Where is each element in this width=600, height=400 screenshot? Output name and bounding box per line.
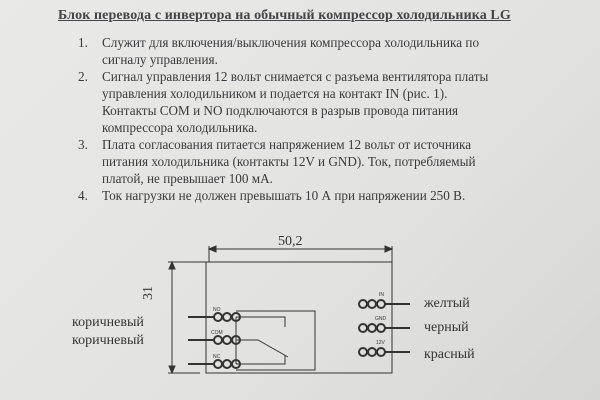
dimension-arrows (207, 245, 394, 253)
pin-label-nc: NC (213, 354, 221, 360)
instructions-list: 1.Служит для включения/выключения компре… (78, 34, 548, 204)
document-title: Блок перевода с инвертора на обычный ком… (58, 8, 511, 23)
pin-label-com: COM (211, 330, 223, 336)
wire-label-black: черный (424, 320, 469, 335)
relay-outline (236, 310, 316, 371)
list-item: 2.Сигнал управления 12 вольт снимается с… (78, 69, 489, 135)
height-dimension-label: 31 (141, 286, 156, 300)
list-item: 4.Ток нагрузки не должен превышать 10 А … (78, 188, 466, 203)
pin-label-in: IN (379, 292, 384, 298)
list-item: 1.Служит для включения/выключения компре… (78, 35, 480, 67)
pin-label-12v: 12V (376, 340, 386, 346)
pin-label-no: NO (213, 307, 221, 313)
dimension-arrows (168, 260, 176, 375)
pin-label-gnd: GND (375, 316, 387, 322)
wire-label-brown-2: коричневый (72, 333, 144, 348)
relay-contacts (235, 316, 289, 365)
right-pin-headers (358, 299, 410, 357)
width-dimension-label: 50,2 (278, 234, 303, 249)
list-item: 3.Плата согласования питается напряжение… (78, 137, 476, 186)
wire-label-red: красный (424, 347, 475, 362)
wire-label-yellow: желтый (424, 296, 470, 311)
left-pin-headers (188, 312, 241, 369)
wire-label-brown-1: коричневый (72, 315, 144, 330)
